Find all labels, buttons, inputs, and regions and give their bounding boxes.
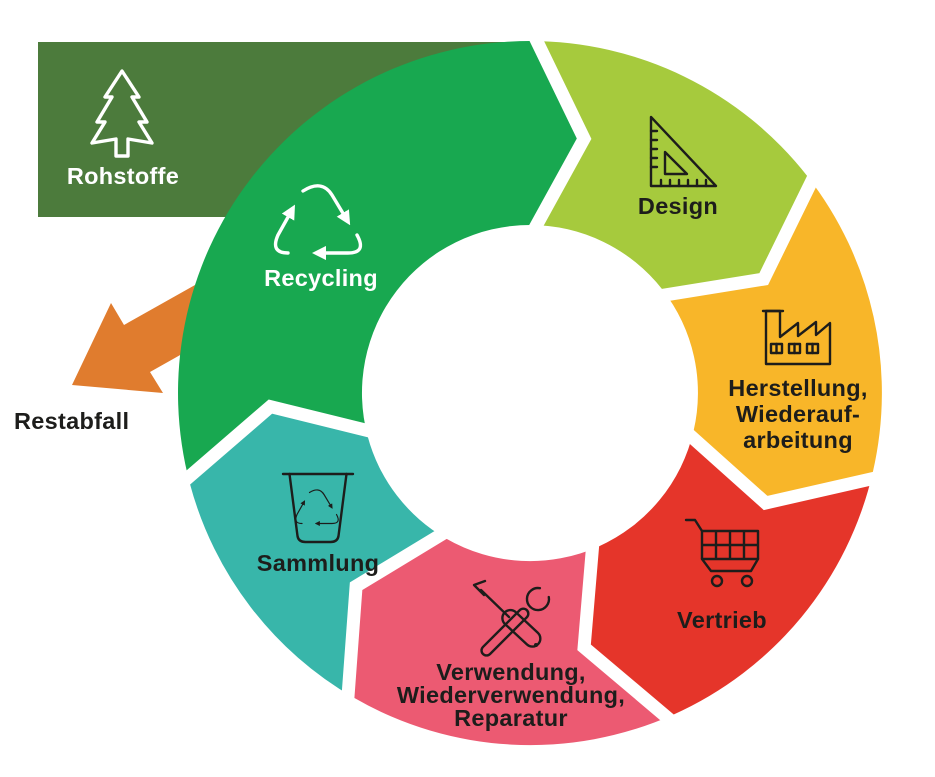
- design-label: Design: [638, 193, 718, 219]
- segment-gaps: [172, 24, 888, 733]
- verwendung-label-line1: Verwendung,: [436, 659, 586, 685]
- herstellung-label-line1: Herstellung,: [728, 375, 867, 401]
- sammlung-label: Sammlung: [257, 550, 380, 576]
- verwendung-label-line2: Wiederverwendung,: [397, 682, 625, 708]
- set-square-icon: [649, 115, 718, 188]
- segment-design: [530, 41, 808, 290]
- recycle-bin-icon: [281, 472, 355, 544]
- segment-herstellung: [662, 176, 882, 503]
- herstellung-label-line3: arbeitung: [743, 427, 853, 453]
- restabfall-label: Restabfall: [14, 408, 129, 434]
- verwendung-label-line3: Reparatur: [454, 705, 568, 731]
- shopping-cart-icon: [684, 518, 760, 588]
- factory-icon: [761, 309, 832, 366]
- segment-recycling: [178, 41, 585, 485]
- recycling-label: Recycling: [264, 265, 378, 291]
- segment-sammlung: [190, 406, 446, 698]
- segment-vertrieb: [584, 430, 873, 715]
- recycle-arrows-icon: [273, 184, 363, 261]
- segment-verwendung: [354, 538, 674, 746]
- tree-icon: [90, 69, 154, 158]
- herstellung-label-line2: Wiederauf-: [736, 401, 860, 427]
- rohstoffe-label: Rohstoffe: [67, 163, 179, 189]
- tools-icon: [472, 579, 551, 657]
- vertrieb-label: Vertrieb: [677, 607, 767, 633]
